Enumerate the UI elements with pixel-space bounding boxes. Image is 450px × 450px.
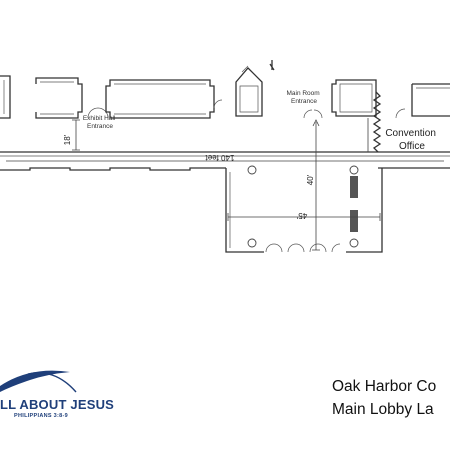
lobby-width-dimension: 45' bbox=[296, 211, 307, 220]
logo-wordmark: LL ABOUT JESUS bbox=[0, 397, 115, 412]
title-line-2: Main Lobby La bbox=[332, 401, 434, 418]
top-rooms bbox=[0, 60, 450, 153]
convention-office-label: Convention Office bbox=[385, 128, 438, 152]
column bbox=[349, 238, 359, 248]
logo-scripture-reference: PHILIPPIANS 3:8-9 bbox=[14, 413, 69, 419]
logo-arc bbox=[0, 370, 77, 393]
column bbox=[247, 238, 257, 248]
display-panel bbox=[350, 176, 358, 198]
main-lobby bbox=[225, 165, 383, 253]
column bbox=[349, 165, 359, 175]
corridor-walls bbox=[0, 151, 450, 171]
length-dimension: 140 feet bbox=[205, 153, 235, 162]
column bbox=[247, 165, 257, 175]
lobby-depth-dimension: 40' bbox=[306, 174, 315, 185]
main-room-label: Main Room Entrance bbox=[286, 90, 321, 105]
dimension-lines bbox=[6, 118, 444, 251]
corridor-width-dimension: 18' bbox=[63, 134, 72, 145]
exhibit-hall-label: Exhibit Hall Entrance bbox=[83, 115, 117, 130]
display-panel bbox=[350, 210, 358, 232]
title-line-1: Oak Harbor Co bbox=[332, 378, 437, 395]
